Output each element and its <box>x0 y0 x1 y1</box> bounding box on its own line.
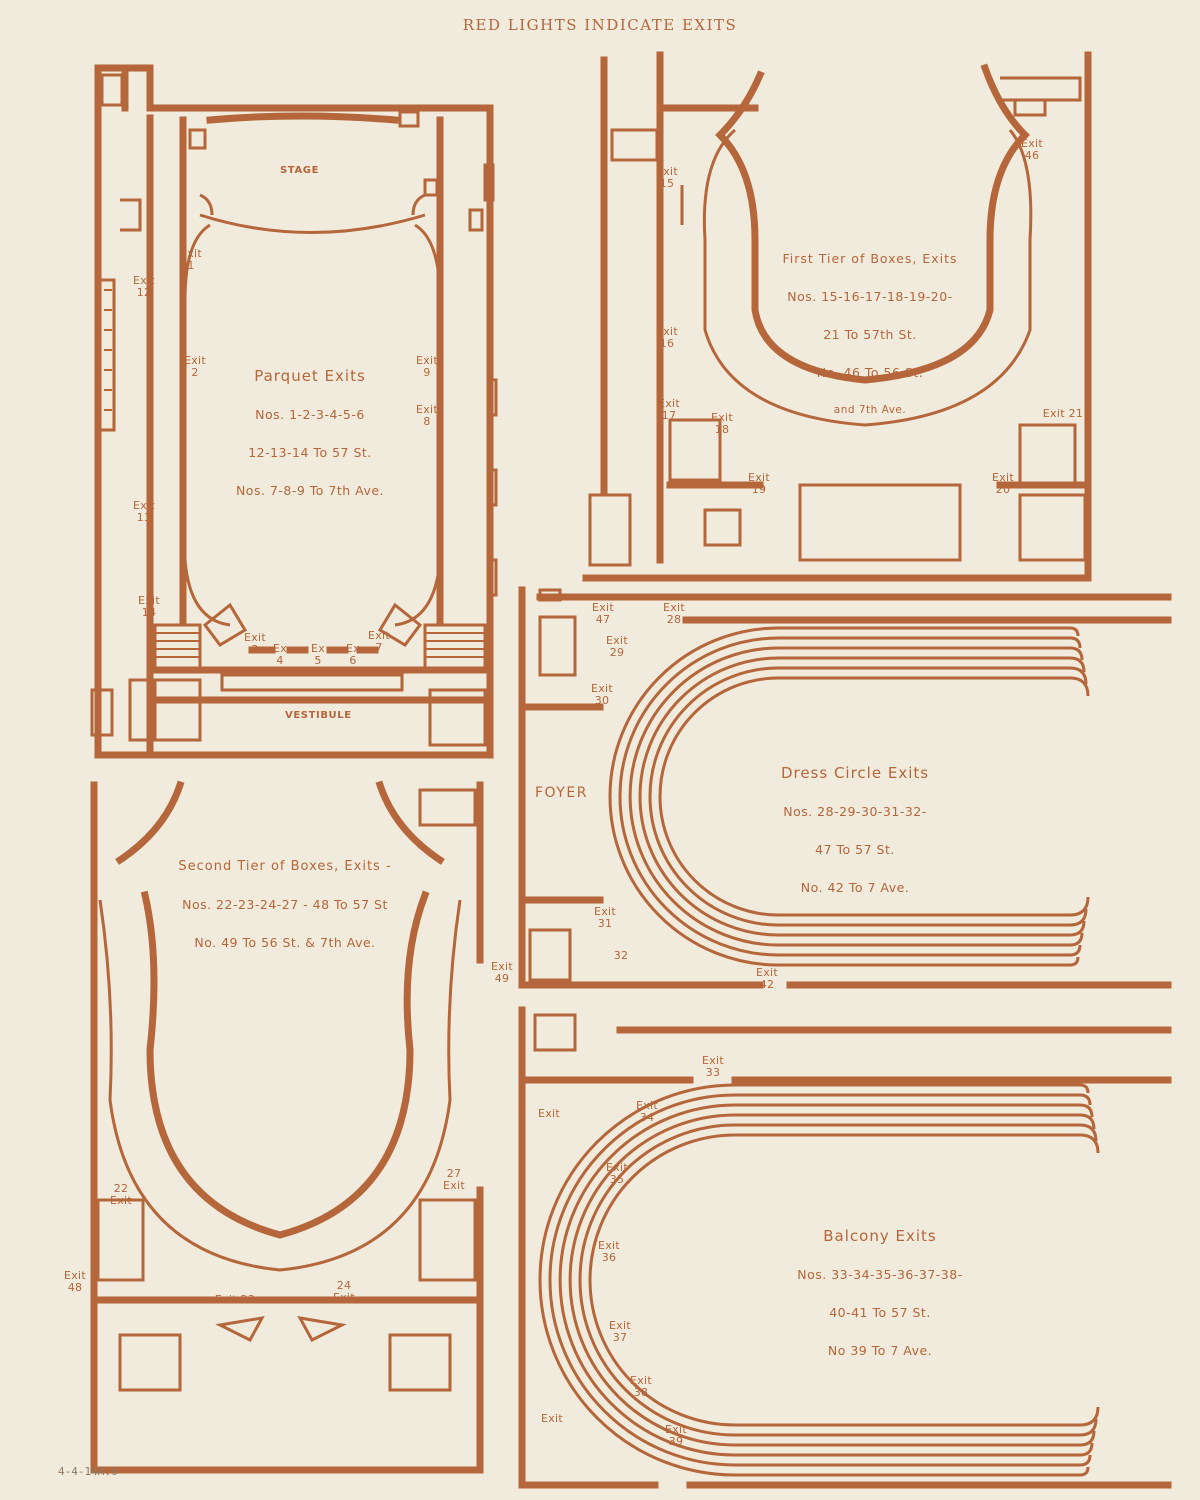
balcony-exits-text: Balcony Exits Nos. 33-34-35-36-37-38- 40… <box>770 1208 990 1379</box>
balcony-line-2: 40-41 To 57 St. <box>829 1305 931 1320</box>
exit-27-label: 27 Exit <box>442 1167 466 1192</box>
dress-circle-heading: Dress Circle Exits <box>780 764 930 782</box>
page-title: RED LIGHTS INDICATE EXITS <box>462 16 738 34</box>
stage-label: STAGE <box>280 165 320 176</box>
foyer-label: FOYER <box>535 785 588 801</box>
first-tier-line-3: No. 46 To 56 St. <box>816 365 924 380</box>
exit-17-label: Exit 17 <box>657 397 681 422</box>
exit-16-label: Exit 16 <box>655 325 679 350</box>
exit-39-label: Exit 39 <box>664 1423 688 1448</box>
exit-14-label: Exit 14 <box>137 594 161 619</box>
dress-circle-line-1: Nos. 28-29-30-31-32- <box>783 804 927 819</box>
balcony-line-1: Nos. 33-34-35-36-37-38- <box>797 1267 963 1282</box>
exit-35-label: Exit 35 <box>605 1161 629 1186</box>
exit-13-label: Exit 13 <box>132 499 156 524</box>
second-tier-line-1: Nos. 22-23-24-27 - 48 To 57 St <box>182 897 388 912</box>
parquet-line-2: 12-13-14 To 57 St. <box>248 445 372 460</box>
parquet-heading: Parquet Exits <box>254 367 366 385</box>
exit-22-label: 22 Exit <box>109 1182 133 1207</box>
dress-circle-plan <box>518 586 1172 989</box>
exit-30-label: Exit 30 <box>590 682 614 707</box>
exit-34-label: Exit 34 <box>635 1099 659 1124</box>
exit-9-label: Exit 9 <box>415 354 439 379</box>
exit-31-label: Exit 31 <box>593 905 617 930</box>
exit-36-label: Exit 36 <box>597 1239 621 1264</box>
exit-32-label: 32 <box>613 949 629 962</box>
parquet-exits-text: Parquet Exits Nos. 1-2-3-4-5-6 12-13-14 … <box>200 348 420 519</box>
exit-42-label: Exit 42 <box>755 966 779 991</box>
exit-18-label: Exit 18 <box>710 411 734 436</box>
parquet-plan <box>90 64 498 759</box>
exit-12-label: Exit 12 <box>132 274 156 299</box>
dress-circle-line-2: 47 To 57 St. <box>815 842 895 857</box>
first-tier-line-1: Nos. 15-16-17-18-19-20- <box>787 289 953 304</box>
second-tier-plan <box>90 780 484 1474</box>
exit-6-label: Ex 6 <box>345 642 361 667</box>
balcony-line-3: No 39 To 7 Ave. <box>827 1343 933 1358</box>
exit-49-label: Exit 49 <box>490 960 514 985</box>
exit-5-label: Ex 5 <box>310 642 326 667</box>
exit-20-label: Exit 20 <box>991 471 1015 496</box>
exit-47-label: Exit 47 <box>591 601 615 626</box>
first-tier-heading: First Tier of Boxes, Exits <box>782 251 958 266</box>
second-tier-line-2: No. 49 To 56 St. & 7th Ave. <box>194 935 376 950</box>
exit-23-label: Exit 23 <box>214 1293 256 1306</box>
exit-24-label: 24 Exit <box>332 1279 356 1304</box>
exit-1-label: Exit 1 <box>179 247 203 272</box>
exit-33-label: Exit 33 <box>701 1054 725 1079</box>
exit-46-label: Exit 46 <box>1020 137 1044 162</box>
exit-37-label: Exit 37 <box>608 1319 632 1344</box>
exit-3-label: Exit 3 <box>243 631 267 656</box>
exit-2-label: Exit 2 <box>183 354 207 379</box>
exit-28-label: Exit 28 <box>662 601 686 626</box>
second-tier-heading: Second Tier of Boxes, Exits - <box>178 859 392 874</box>
second-tier-exits-text: Second Tier of Boxes, Exits - Nos. 22-23… <box>140 838 430 971</box>
exit-48-label: Exit 48 <box>63 1269 87 1294</box>
first-tier-exits-text: First Tier of Boxes, Exits Nos. 15-16-17… <box>770 230 970 439</box>
vestibule-label: VESTIBULE <box>285 710 352 721</box>
exit-8-label: Exit 8 <box>415 403 439 428</box>
exit-38-label: Exit 38 <box>629 1374 653 1399</box>
exit-21-label: Exit 21 <box>1042 407 1084 420</box>
exit-balcony-upper-label: Exit <box>537 1107 561 1120</box>
exit-balcony-lower-label: Exit <box>540 1412 564 1425</box>
archive-note: 4-4-14A.6 <box>58 1465 118 1478</box>
balcony-plan <box>518 1006 1172 1489</box>
first-tier-line-2: 21 To 57th St. <box>823 327 917 342</box>
first-tier-plan <box>582 51 1092 582</box>
dress-circle-line-3: No. 42 To 7 Ave. <box>800 880 910 895</box>
exit-29-label: Exit 29 <box>605 634 629 659</box>
balcony-heading: Balcony Exits <box>823 1227 937 1245</box>
exit-7-label: Exit 7 <box>367 629 391 654</box>
dress-circle-exits-text: Dress Circle Exits Nos. 28-29-30-31-32- … <box>750 745 960 916</box>
exit-19-label: Exit 19 <box>747 471 771 496</box>
first-tier-line-4: and 7th Ave. <box>833 404 907 416</box>
exit-15-label: Exit 15 <box>655 165 679 190</box>
parquet-line-3: Nos. 7-8-9 To 7th Ave. <box>235 483 385 498</box>
exit-4-label: Ex 4 <box>272 642 288 667</box>
parquet-line-1: Nos. 1-2-3-4-5-6 <box>255 407 365 422</box>
